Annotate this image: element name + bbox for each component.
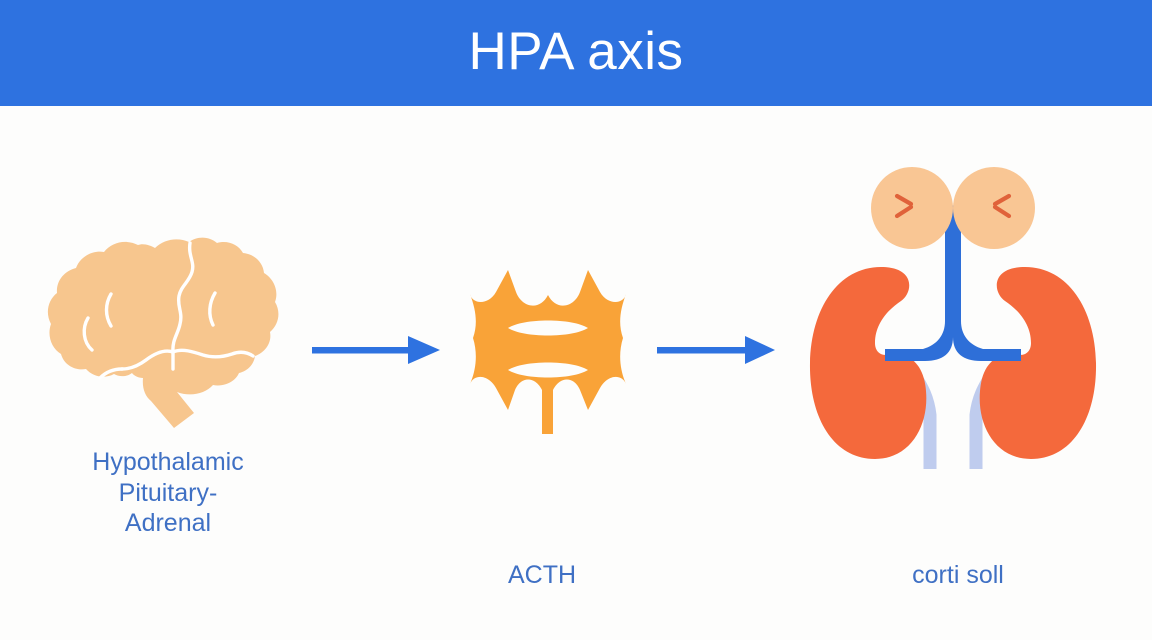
brain-icon [47, 237, 279, 428]
cortisol-label: corti soll [912, 561, 1004, 589]
kidneys-adrenal-icon [809, 167, 1097, 469]
arrow-right-icon [657, 336, 775, 364]
arrow-pituitary-to-adrenal [657, 330, 775, 370]
acth-label: ACTH [507, 561, 577, 589]
arrow-hypothalamus-to-pituitary [312, 330, 440, 370]
adrenal-node [793, 163, 1113, 515]
arrow-right-icon [312, 336, 440, 364]
page-title: HPA axis [468, 21, 684, 81]
pituitary-node [468, 258, 628, 434]
hypothalamus-node [42, 236, 292, 436]
pituitary-gland-icon [470, 270, 626, 434]
header-bar: HPA axis [0, 0, 1152, 106]
hypothalamus-label: Hypothalamic Pituitary- Adrenal [92, 448, 244, 537]
